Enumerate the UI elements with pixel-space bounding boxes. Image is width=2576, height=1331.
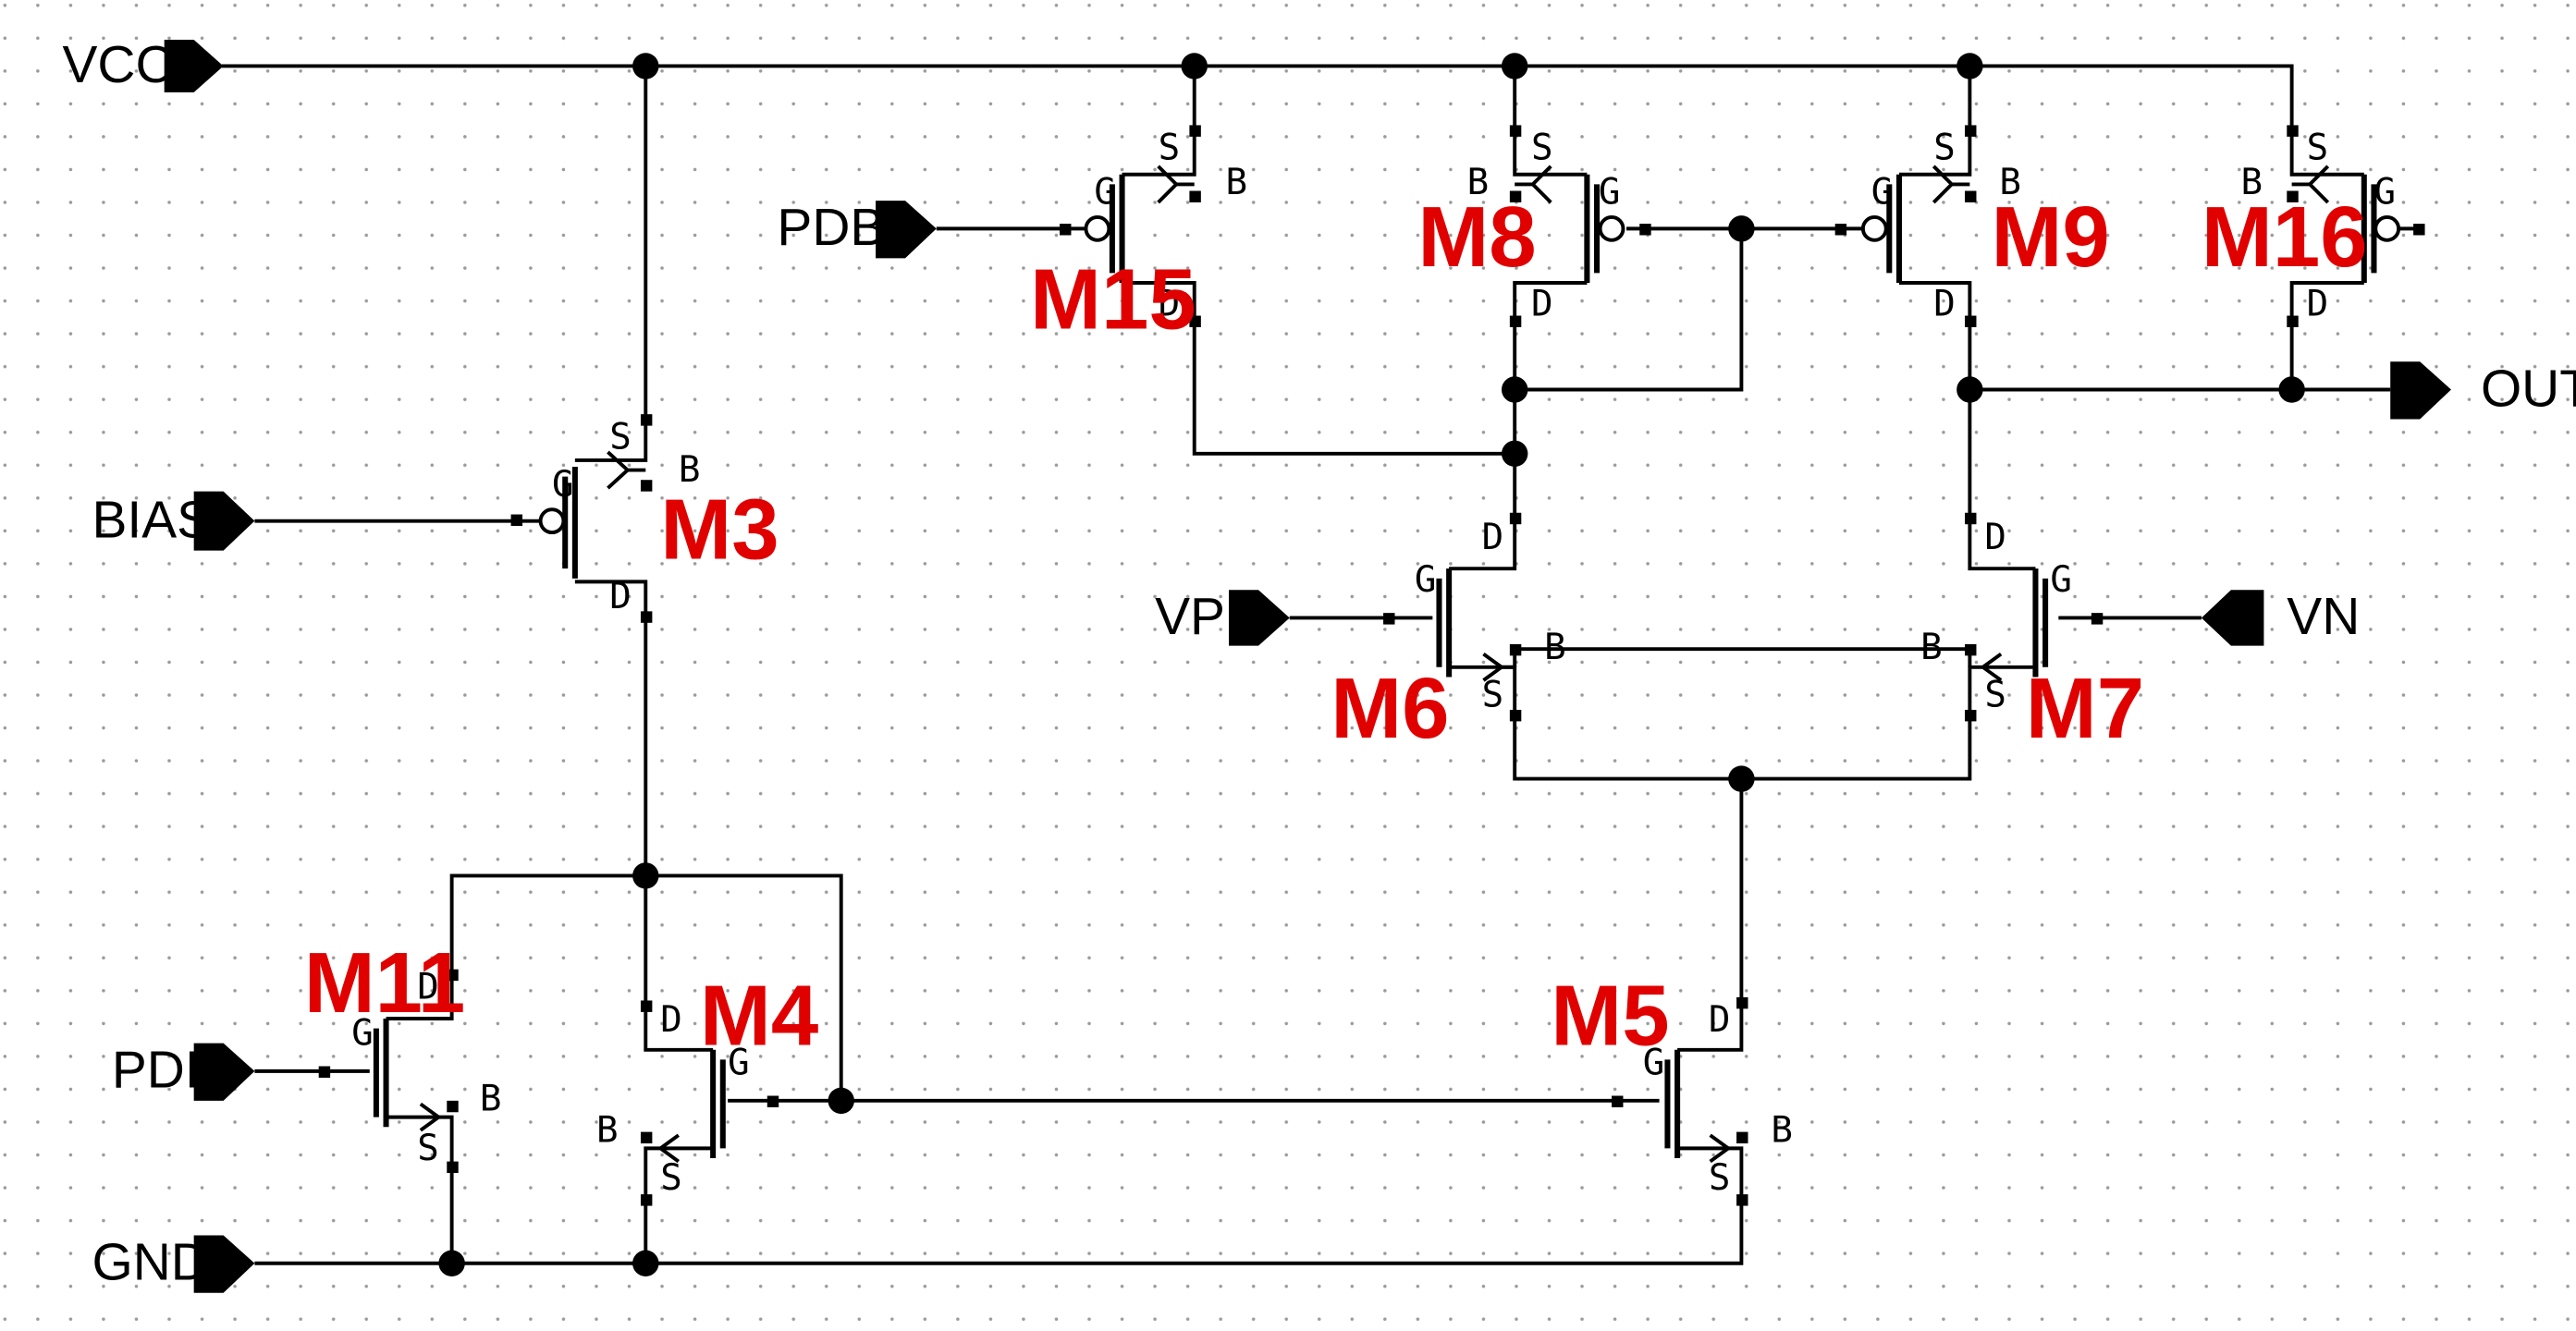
port-pdb: PDB bbox=[777, 199, 937, 259]
terminal-g: G bbox=[1415, 559, 1437, 601]
port-vcc: VCC bbox=[63, 36, 224, 94]
terminal-s: S bbox=[1933, 128, 1956, 169]
terminal-g: G bbox=[1643, 1042, 1665, 1083]
ports: VCC PDB BIAS VP VN OUT PDI GND bbox=[63, 36, 2576, 1293]
terminal-d: D bbox=[660, 999, 682, 1041]
port-label-gnd: GND bbox=[92, 1234, 209, 1292]
terminal-s: S bbox=[1709, 1157, 1731, 1199]
terminal-d: D bbox=[1159, 284, 1181, 325]
terminal-b: B bbox=[1771, 1109, 1793, 1151]
terminal-s: S bbox=[609, 416, 632, 458]
port-pdi: PDI bbox=[112, 1042, 255, 1101]
terminal-b: B bbox=[1544, 627, 1566, 668]
terminal-b: B bbox=[679, 449, 701, 491]
terminal-d: D bbox=[1531, 284, 1553, 325]
port-vp: VP bbox=[1155, 588, 1290, 646]
terminal-d: D bbox=[2307, 284, 2329, 325]
transistor-m8: S B G D M8 bbox=[1417, 125, 1651, 327]
port-bias: BIAS bbox=[92, 491, 255, 551]
label-m9: M9 bbox=[1991, 189, 2109, 285]
transistor-m4: D B G S M4 bbox=[596, 967, 818, 1206]
transistor-m5: D B G S M5 bbox=[1551, 967, 1793, 1206]
port-gnd: GND bbox=[92, 1234, 255, 1293]
terminal-s: S bbox=[1984, 674, 2006, 715]
label-m16: M16 bbox=[2202, 189, 2368, 285]
terminal-s: S bbox=[1482, 674, 1504, 715]
terminal-d: D bbox=[609, 576, 632, 617]
port-label-vp: VP bbox=[1155, 588, 1225, 646]
terminal-b: B bbox=[1999, 162, 2021, 203]
terminal-d: D bbox=[417, 967, 439, 1008]
port-label-bias: BIAS bbox=[92, 491, 213, 549]
port-out: OUT bbox=[2390, 360, 2576, 420]
terminal-b: B bbox=[1467, 162, 1490, 203]
terminal-g: G bbox=[1871, 172, 1894, 214]
transistor-m9: S B G D M9 bbox=[1834, 125, 2110, 327]
port-label-vcc: VCC bbox=[63, 36, 174, 94]
terminal-b: B bbox=[2241, 162, 2263, 203]
terminal-b: B bbox=[1920, 627, 1943, 668]
terminal-b: B bbox=[480, 1079, 502, 1120]
terminal-s: S bbox=[1159, 128, 1181, 169]
terminal-d: D bbox=[1709, 999, 1731, 1041]
terminal-d: D bbox=[1984, 517, 2006, 558]
label-m8: M8 bbox=[1417, 189, 1536, 285]
node-dots bbox=[438, 53, 2305, 1276]
transistor-m7: D B G S M7 bbox=[1920, 512, 2144, 756]
terminal-g: G bbox=[2374, 172, 2396, 214]
label-m3: M3 bbox=[660, 482, 779, 578]
transistor-m16: S B G D M16 bbox=[2202, 125, 2425, 327]
terminal-s: S bbox=[2307, 128, 2329, 169]
port-label-pdb: PDB bbox=[777, 199, 885, 257]
port-label-pdi: PDI bbox=[112, 1042, 200, 1100]
terminal-g: G bbox=[1094, 172, 1116, 214]
terminal-d: D bbox=[1933, 284, 1956, 325]
terminal-s: S bbox=[660, 1157, 682, 1199]
transistor-m15: S B G D M15 bbox=[1030, 125, 1247, 348]
terminal-s: S bbox=[417, 1128, 439, 1169]
label-m7: M7 bbox=[2026, 660, 2144, 756]
terminal-g: G bbox=[1599, 172, 1621, 214]
terminal-s: S bbox=[1531, 128, 1553, 169]
transistor-m11: D B G S M11 bbox=[304, 934, 502, 1174]
port-label-vn: VN bbox=[2287, 588, 2360, 646]
label-m11: M11 bbox=[304, 934, 466, 1031]
terminal-g: G bbox=[728, 1042, 750, 1083]
transistor-m3: S B G D M3 bbox=[510, 414, 779, 623]
terminal-b: B bbox=[596, 1109, 619, 1151]
transistor-m6: D B G S M6 bbox=[1331, 512, 1566, 756]
terminal-d: D bbox=[1482, 517, 1504, 558]
port-vn: VN bbox=[2201, 588, 2360, 646]
terminal-g: G bbox=[2050, 559, 2072, 601]
terminal-g: G bbox=[552, 464, 574, 506]
terminal-g: G bbox=[351, 1012, 374, 1054]
terminal-b: B bbox=[1225, 162, 1247, 203]
port-label-out: OUT bbox=[2481, 360, 2576, 418]
label-m6: M6 bbox=[1331, 660, 1449, 756]
label-m5: M5 bbox=[1551, 967, 1669, 1063]
label-m4: M4 bbox=[700, 967, 818, 1063]
label-m15: M15 bbox=[1030, 251, 1196, 348]
